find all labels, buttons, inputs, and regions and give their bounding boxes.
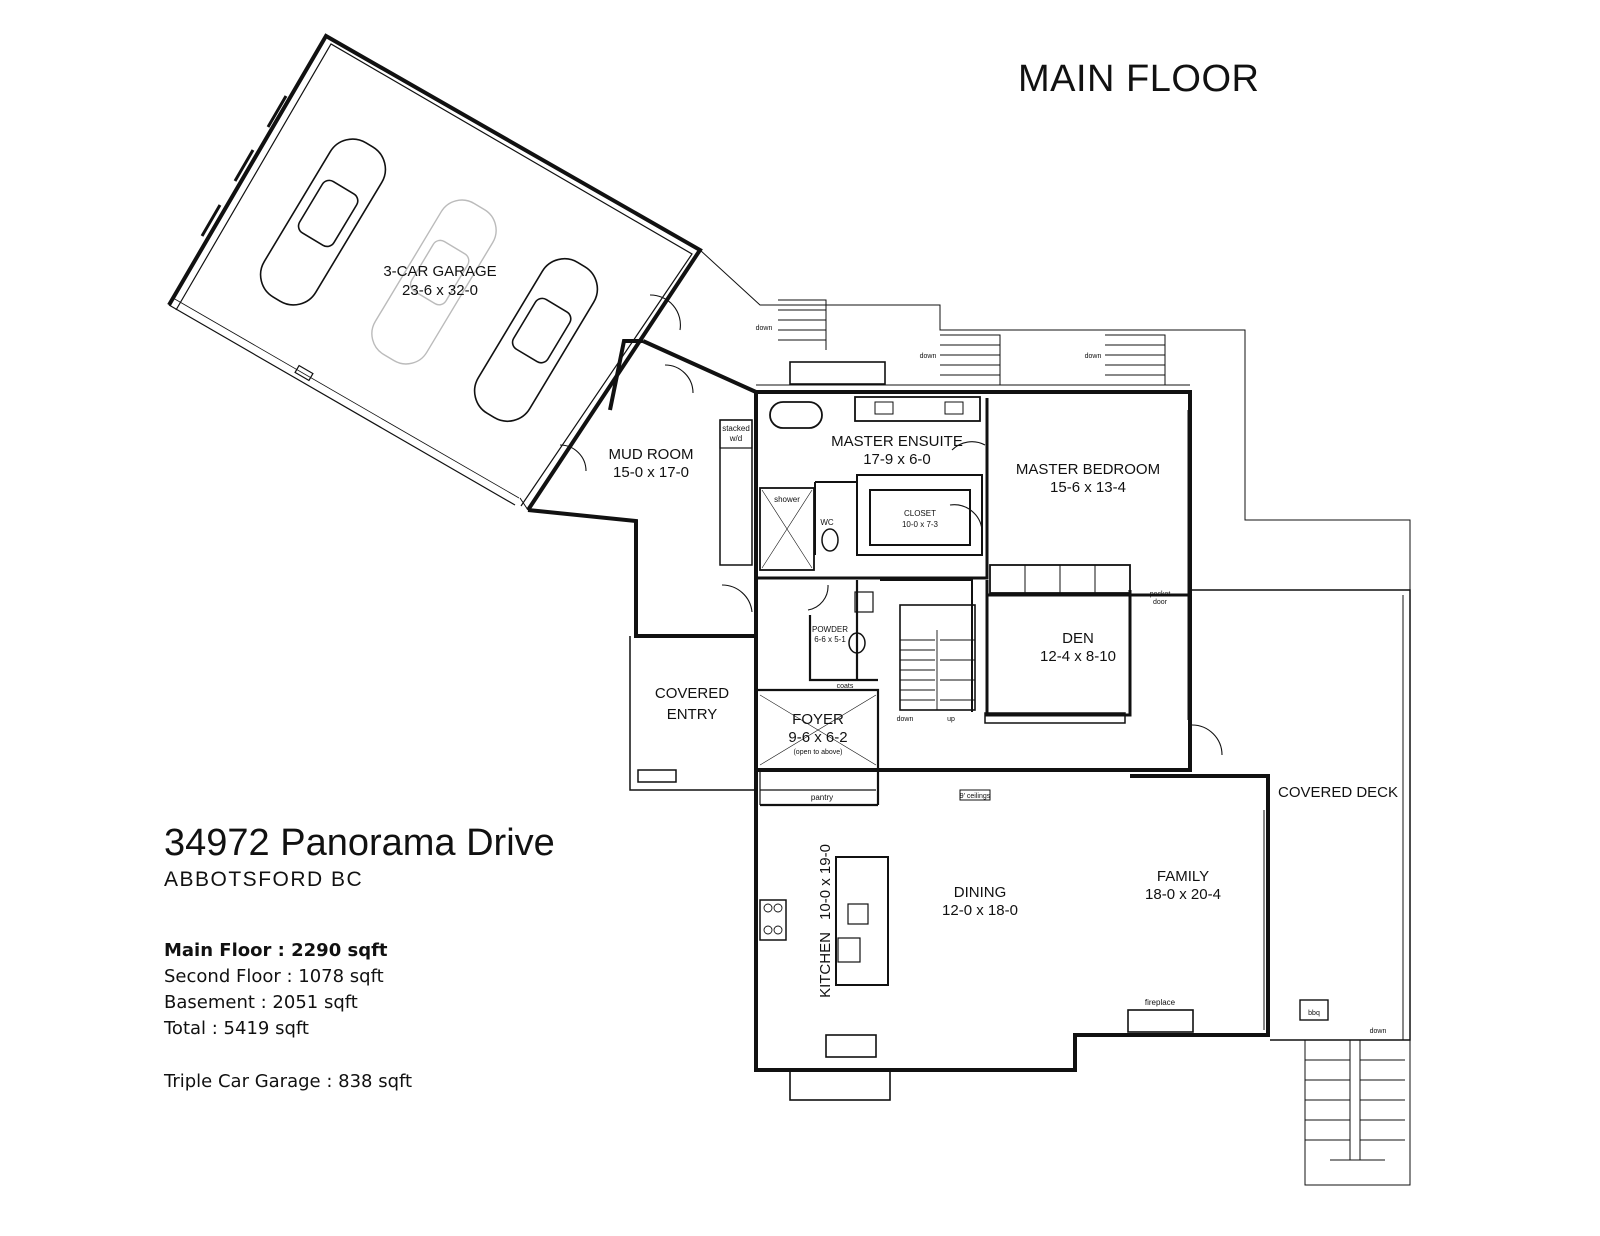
ceilings-label: 9' ceilings	[960, 793, 991, 800]
down-label-left: down	[756, 325, 773, 332]
garage-size: 23-6 x 32-0	[402, 282, 478, 299]
car-icon	[473, 257, 599, 423]
stair-exterior-left	[778, 299, 827, 350]
master-ensuite-size: 17-9 x 6-0	[863, 451, 931, 468]
garage-label: 3-CAR GARAGE	[383, 263, 496, 280]
stair-down-label: down	[897, 716, 914, 723]
covered-entry-label-1: COVERED	[655, 685, 729, 702]
stair-up-label: up	[947, 716, 955, 723]
closet-label: CLOSET	[904, 509, 936, 518]
mud-room-label: MUD ROOM	[609, 446, 694, 463]
property-address: 34972 Panorama Drive	[164, 822, 555, 864]
foyer-label: FOYER	[792, 711, 844, 728]
powder-size: 6-6 x 5-1	[814, 635, 846, 644]
car-icon	[259, 138, 387, 306]
property-city: ABBOTSFORD BC	[164, 868, 364, 891]
master-bedroom-label: MASTER BEDROOM	[1016, 461, 1160, 478]
garage-walls	[167, 33, 703, 512]
pantry-label: pantry	[811, 793, 833, 802]
wc-label: WC	[820, 518, 834, 527]
covered-entry-label-2: ENTRY	[667, 706, 718, 723]
page-title: MAIN FLOOR	[1018, 58, 1260, 100]
mud-room-walls	[527, 339, 757, 638]
stat-basement: Basement : 2051 sqft	[164, 992, 358, 1013]
powder-label: POWDER	[812, 625, 848, 634]
kitchen-label: KITCHEN	[817, 932, 834, 998]
shower-label: shower	[774, 495, 800, 504]
coats-label: coats	[837, 683, 854, 690]
den-label: DEN	[1062, 630, 1094, 647]
house-outline	[754, 390, 1192, 772]
foyer-size: 9-6 x 6-2	[788, 729, 847, 746]
foyer-note: (open to above)	[793, 749, 842, 756]
kitchen-size: 10-0 x 19-0	[817, 844, 834, 920]
master-bedroom-size: 15-6 x 13-4	[1050, 479, 1126, 496]
mud-room-size: 15-0 x 17-0	[613, 464, 689, 481]
down-label-mid: down	[920, 353, 937, 360]
stat-main-floor: Main Floor : 2290 sqft	[164, 940, 388, 961]
stacked-wd-label-2: w/d	[729, 434, 742, 443]
pocket-door-label-2: door	[1153, 599, 1168, 606]
down-label-right: down	[1085, 353, 1102, 360]
stat-garage: Triple Car Garage : 838 sqft	[164, 1071, 413, 1092]
bbq-label: bbq	[1308, 1010, 1320, 1017]
stair-exterior-right	[1105, 334, 1166, 385]
garage-door-line	[168, 304, 516, 506]
dining-label: DINING	[954, 884, 1007, 901]
fireplace-label: fireplace	[1145, 998, 1176, 1007]
den-size: 12-4 x 8-10	[1040, 648, 1116, 665]
stacked-wd-label-1: stacked	[722, 424, 750, 433]
car-icon	[371, 199, 497, 365]
stair-deck	[1304, 1040, 1411, 1186]
family-label: FAMILY	[1157, 868, 1209, 885]
master-ensuite-label: MASTER ENSUITE	[831, 433, 963, 450]
down-label-deck: down	[1370, 1028, 1387, 1035]
stair-exterior-mid	[940, 334, 1001, 385]
dining-size: 12-0 x 18-0	[942, 902, 1018, 919]
stat-total: Total : 5419 sqft	[164, 1018, 309, 1039]
pocket-door-label-1: pocket	[1150, 591, 1171, 598]
covered-deck-label: COVERED DECK	[1278, 784, 1398, 801]
family-size: 18-0 x 20-4	[1145, 886, 1221, 903]
stat-second-floor: Second Floor : 1078 sqft	[164, 966, 384, 987]
closet-size: 10-0 x 7-3	[902, 520, 939, 529]
